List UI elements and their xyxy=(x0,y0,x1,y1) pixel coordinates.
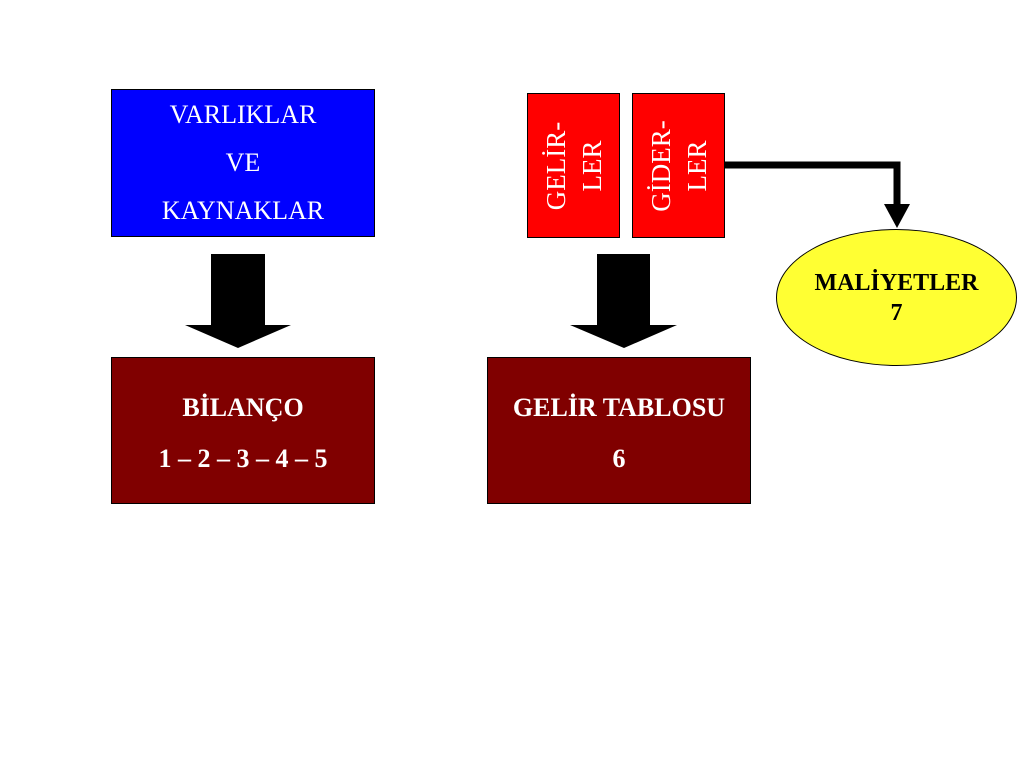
ve-label: VE xyxy=(225,148,261,177)
maliyetler-title: MALİYETLER xyxy=(814,269,979,296)
bilanco-box: BİLANÇO 1 – 2 – 3 – 4 – 5 xyxy=(111,357,375,504)
giderler-box: GİDER- LER xyxy=(632,93,725,238)
gelir-tablosu-title: GELİR TABLOSU xyxy=(512,392,726,422)
gelirler-text: GELİR- LER xyxy=(538,94,610,237)
maliyetler-ellipse: MALİYETLER 7 xyxy=(776,229,1017,366)
gelirler-line1: GELİR- xyxy=(540,121,571,210)
connector-line-giderler-to-maliyetler xyxy=(725,161,901,205)
bilanco-title: BİLANÇO xyxy=(182,392,304,422)
maliyetler-number: 7 xyxy=(890,299,903,326)
gelir-tablosu-number: 6 xyxy=(612,443,626,473)
gelirler-box: GELİR- LER xyxy=(527,93,620,238)
giderler-line2: LER xyxy=(681,140,712,191)
kaynaklar-label: KAYNAKLAR xyxy=(161,196,325,225)
giderler-line1: GİDER- xyxy=(645,119,676,212)
connector-arrowhead xyxy=(884,204,910,228)
giderler-text: GİDER- LER xyxy=(643,94,715,237)
varliklar-label: VARLIKLAR xyxy=(169,100,317,129)
varliklar-ve-kaynaklar-box: VARLIKLAR VE KAYNAKLAR xyxy=(111,89,375,237)
down-arrow-right xyxy=(570,254,677,348)
down-arrow-left xyxy=(185,254,291,348)
gelir-tablosu-box: GELİR TABLOSU 6 xyxy=(487,357,751,504)
bilanco-numbers: 1 – 2 – 3 – 4 – 5 xyxy=(158,443,328,473)
gelirler-line2: LER xyxy=(576,140,607,191)
